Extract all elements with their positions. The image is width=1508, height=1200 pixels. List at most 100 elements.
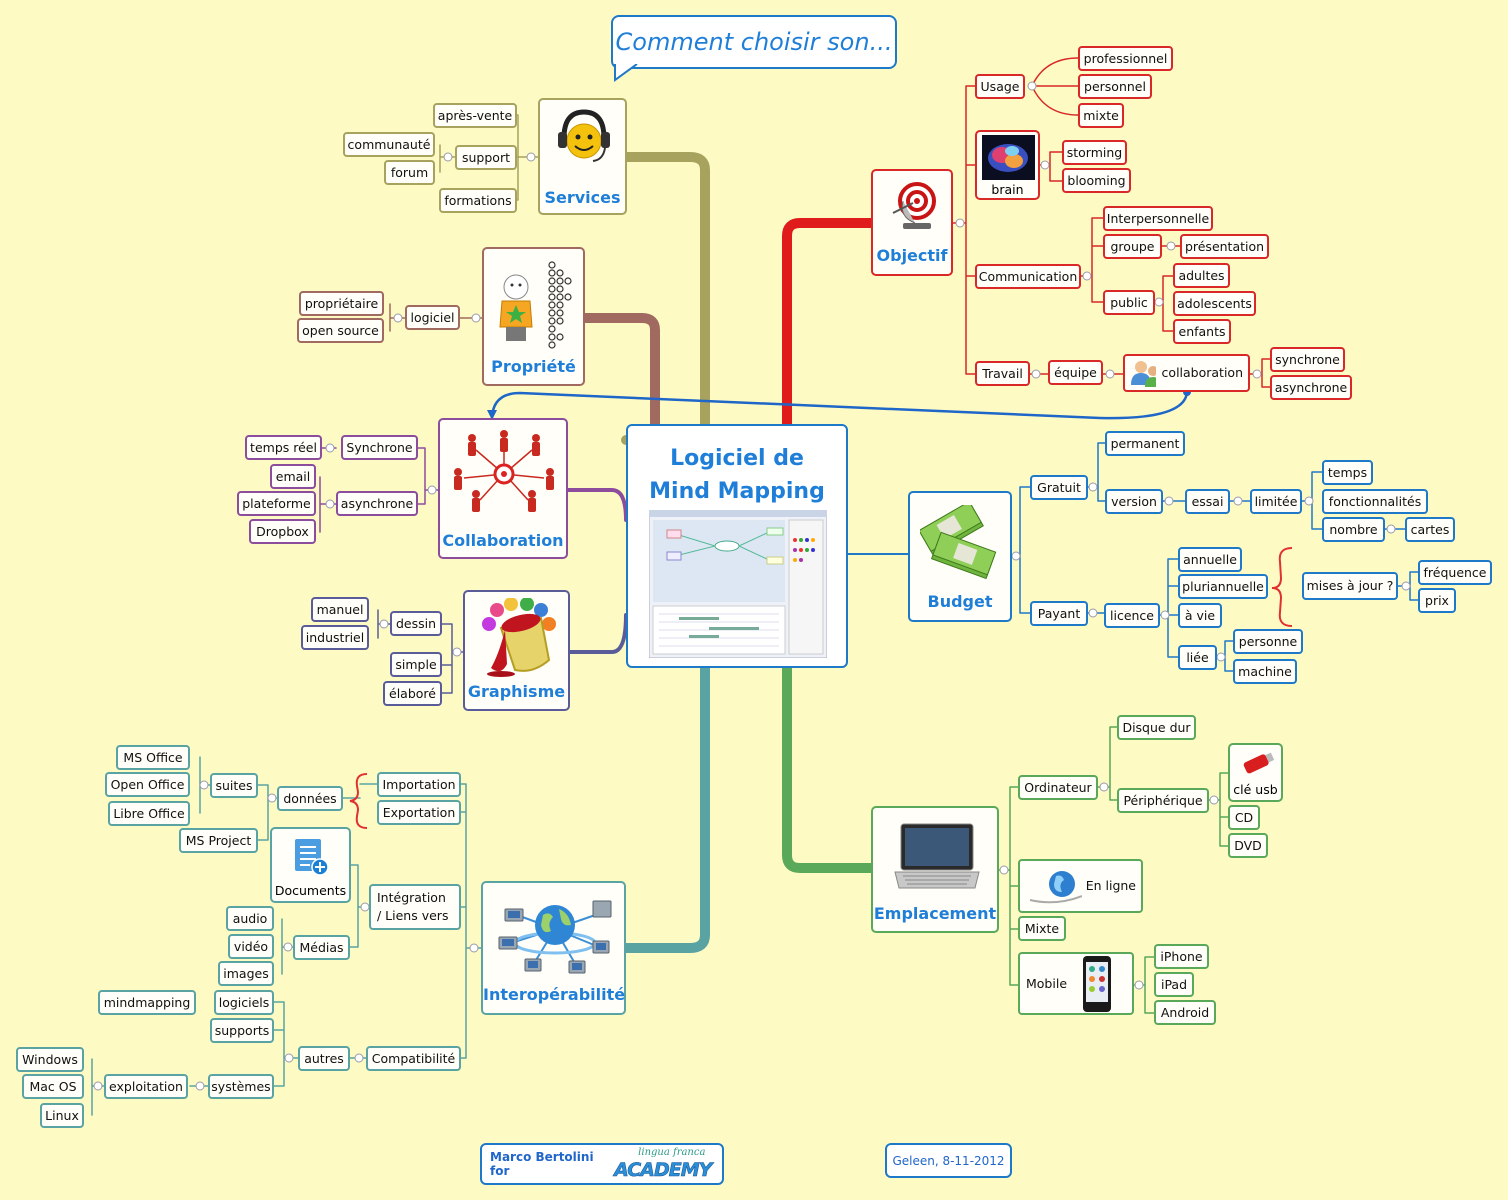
node-open-source[interactable]: open source (297, 318, 384, 343)
node-equipe[interactable]: équipe (1048, 360, 1103, 385)
node-communaute[interactable]: communauté (343, 132, 435, 157)
node-proprietaire[interactable]: propriétaire (299, 291, 384, 316)
node-audio[interactable]: audio (226, 906, 274, 931)
node-manuel[interactable]: manuel (311, 597, 369, 622)
node-medias[interactable]: Médias (293, 935, 350, 960)
node-dropbox[interactable]: Dropbox (249, 519, 316, 544)
node-libre-office[interactable]: Libre Office (108, 801, 190, 826)
node-personnel[interactable]: personnel (1078, 74, 1152, 99)
node-travail[interactable]: Travail (975, 361, 1030, 386)
node-mises-a-jour[interactable]: mises à jour ? (1302, 572, 1398, 600)
node-usage[interactable]: Usage (975, 74, 1025, 99)
node-enfants[interactable]: enfants (1173, 319, 1231, 344)
node-limitee[interactable]: limitée (1250, 489, 1302, 514)
node-dessin[interactable]: dessin (390, 611, 442, 636)
node-ipad[interactable]: iPad (1154, 972, 1194, 997)
node-ordinateur[interactable]: Ordinateur (1018, 775, 1098, 800)
node-apres-vente[interactable]: après-vente (433, 103, 517, 128)
node-autres[interactable]: autres (298, 1046, 350, 1071)
node-prix[interactable]: prix (1418, 588, 1456, 613)
node-elabore[interactable]: élaboré (383, 681, 442, 706)
node-personne[interactable]: personne (1233, 629, 1303, 654)
node-suites[interactable]: suites (210, 773, 258, 798)
node-logiciel[interactable]: logiciel (405, 305, 460, 330)
node-cd[interactable]: CD (1228, 805, 1260, 830)
node-windows[interactable]: Windows (16, 1047, 84, 1072)
node-exportation[interactable]: Exportation (377, 800, 461, 825)
node-cartes[interactable]: cartes (1405, 517, 1455, 542)
node-brain[interactable]: brain (975, 130, 1040, 200)
node-ms-office[interactable]: MS Office (116, 745, 190, 770)
node-disque-dur[interactable]: Disque dur (1117, 715, 1196, 740)
node-collaboration-objectif[interactable]: collaboration (1123, 354, 1250, 392)
node-synchrone[interactable]: Synchrone (341, 435, 418, 460)
node-asynchrone[interactable]: asynchrone (336, 491, 418, 516)
node-temps-reel[interactable]: temps réel (245, 435, 322, 460)
node-ms-project[interactable]: MS Project (179, 828, 258, 853)
interoperabilite-node[interactable]: Interopérabilité (481, 881, 626, 1015)
services-node[interactable]: Services (538, 98, 627, 215)
node-iphone[interactable]: iPhone (1154, 944, 1209, 969)
node-dvd[interactable]: DVD (1228, 833, 1268, 858)
node-temps[interactable]: temps (1322, 460, 1373, 485)
node-permanent[interactable]: permanent (1105, 431, 1185, 456)
node-adultes[interactable]: adultes (1173, 263, 1230, 288)
objectif-node[interactable]: Objectif (871, 169, 953, 276)
node-mac-os[interactable]: Mac OS (22, 1074, 84, 1099)
node-exploitation[interactable]: exploitation (104, 1074, 188, 1099)
node-mixte-emplacement[interactable]: Mixte (1018, 916, 1066, 941)
node-liee[interactable]: liée (1178, 645, 1217, 670)
node-integration[interactable]: Intégration / Liens vers (369, 884, 461, 930)
node-systemes[interactable]: systèmes (208, 1074, 274, 1099)
node-images[interactable]: images (218, 961, 274, 986)
node-importation[interactable]: Importation (377, 772, 461, 797)
node-frequence[interactable]: fréquence (1418, 560, 1492, 585)
node-professionnel[interactable]: professionnel (1078, 46, 1173, 71)
node-blooming[interactable]: blooming (1062, 168, 1131, 193)
node-interpersonnelle[interactable]: Interpersonnelle (1103, 206, 1213, 231)
node-asynchrone-objectif[interactable]: asynchrone (1270, 375, 1352, 400)
emplacement-node[interactable]: Emplacement (871, 806, 999, 933)
node-supports[interactable]: supports (210, 1018, 274, 1043)
node-documents[interactable]: Documents (270, 827, 351, 903)
node-adolescents[interactable]: adolescents (1173, 291, 1256, 316)
node-peripherique[interactable]: Périphérique (1117, 788, 1209, 813)
node-annuelle[interactable]: annuelle (1178, 547, 1242, 572)
node-mobile[interactable]: Mobile (1018, 952, 1134, 1015)
propriete-node[interactable]: Propriété (482, 247, 585, 386)
node-gratuit[interactable]: Gratuit (1030, 475, 1088, 500)
node-presentation[interactable]: présentation (1180, 234, 1269, 259)
node-email[interactable]: email (270, 464, 316, 489)
node-open-office[interactable]: Open Office (105, 772, 190, 797)
node-mindmapping[interactable]: mindmapping (98, 990, 196, 1015)
node-fonctionnalites[interactable]: fonctionnalités (1322, 489, 1428, 514)
collaboration-node[interactable]: Collaboration (438, 418, 568, 559)
node-version[interactable]: version (1105, 489, 1163, 514)
node-communication[interactable]: Communication (975, 264, 1081, 289)
node-video[interactable]: vidéo (228, 934, 274, 959)
node-donnees[interactable]: données (277, 786, 343, 811)
node-payant[interactable]: Payant (1030, 601, 1088, 626)
node-en-ligne[interactable]: En ligne (1018, 859, 1143, 913)
node-logiciels[interactable]: logiciels (214, 990, 274, 1015)
node-android[interactable]: Android (1154, 1000, 1216, 1025)
node-nombre[interactable]: nombre (1322, 517, 1385, 542)
node-forum[interactable]: forum (384, 160, 435, 185)
node-cle-usb[interactable]: clé usb (1228, 743, 1283, 802)
node-simple[interactable]: simple (390, 652, 442, 677)
node-industriel[interactable]: industriel (301, 625, 369, 650)
node-machine[interactable]: machine (1233, 659, 1297, 684)
node-essai[interactable]: essai (1185, 489, 1230, 514)
node-storming[interactable]: storming (1062, 140, 1127, 165)
graphisme-node[interactable]: Graphisme (463, 590, 570, 711)
node-synchrone-objectif[interactable]: synchrone (1270, 347, 1345, 372)
node-public[interactable]: public (1103, 290, 1155, 315)
node-groupe[interactable]: groupe (1103, 234, 1162, 259)
node-licence[interactable]: licence (1104, 603, 1160, 628)
node-mixte-usage[interactable]: mixte (1078, 103, 1124, 128)
node-plateforme[interactable]: plateforme (237, 491, 316, 516)
budget-node[interactable]: Budget (908, 491, 1012, 622)
node-formations[interactable]: formations (439, 188, 517, 213)
node-compatibilite[interactable]: Compatibilité (366, 1046, 461, 1071)
